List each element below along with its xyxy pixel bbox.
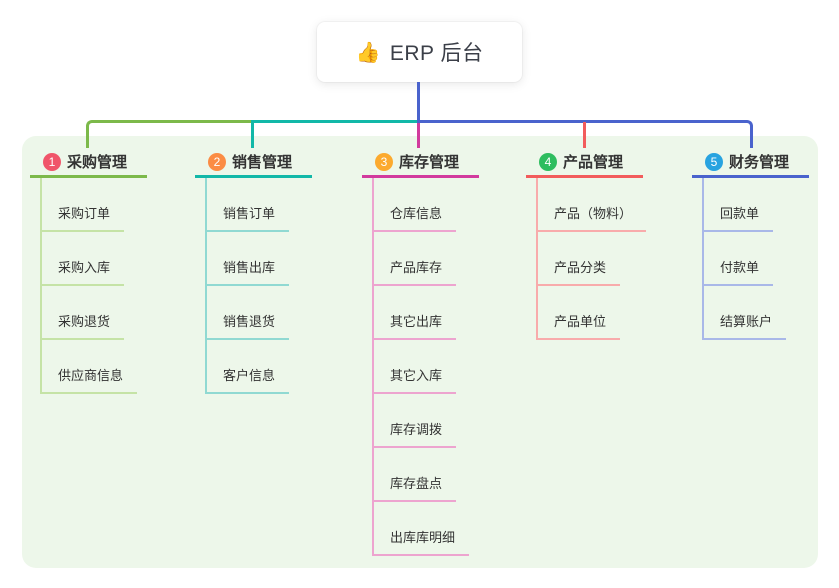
branch-children: 回款单 付款单 结算账户 (692, 178, 839, 340)
branch-spine-line (536, 178, 538, 338)
connector-branch4-drop (583, 122, 586, 148)
thumbs-up-icon: 👍 (355, 41, 381, 64)
connector-branch5 (418, 120, 753, 148)
branch-children: 仓库信息 产品库存 其它出库 其它入库 库存调拨 库存盘点 出库库明细 (362, 178, 532, 556)
branch-title-inventory[interactable]: 3 库存管理 (362, 148, 479, 178)
child-row: 库存调拨 (362, 394, 532, 448)
branch-title-product[interactable]: 4 产品管理 (526, 148, 643, 178)
child-node[interactable]: 付款单 (702, 257, 774, 286)
branch-title-purchase[interactable]: 1 采购管理 (30, 148, 147, 178)
child-row: 供应商信息 (30, 340, 200, 394)
child-node[interactable]: 产品单位 (536, 311, 621, 340)
root-node-label: ERP 后台 (389, 42, 484, 65)
child-node[interactable]: 仓库信息 (372, 203, 457, 232)
connector-branch2-drop (251, 120, 254, 148)
child-node[interactable]: 采购入库 (40, 257, 125, 286)
child-node[interactable]: 客户信息 (205, 365, 290, 394)
branch-title-label: 采购管理 (67, 154, 128, 171)
child-node[interactable]: 产品（物料） (536, 203, 647, 232)
child-row: 采购退货 (30, 286, 200, 340)
branch-children: 销售订单 销售出库 销售退货 客户信息 (195, 178, 365, 394)
child-row: 产品（物料） (526, 178, 696, 232)
child-node[interactable]: 其它入库 (372, 365, 457, 394)
branch-inventory: 3 库存管理 仓库信息 产品库存 其它出库 其它入库 库存调拨 库存盘点 出库库… (362, 148, 532, 556)
child-row: 产品分类 (526, 232, 696, 286)
child-row: 销售退货 (195, 286, 365, 340)
branch-title-finance[interactable]: 5 财务管理 (692, 148, 809, 178)
branch-children: 产品（物料） 产品分类 产品单位 (526, 178, 696, 340)
connector-branch1 (86, 120, 252, 148)
child-row: 回款单 (692, 178, 839, 232)
branch-title-label: 库存管理 (399, 154, 460, 171)
child-row: 采购订单 (30, 178, 200, 232)
child-node[interactable]: 产品库存 (372, 257, 457, 286)
child-node[interactable]: 库存调拨 (372, 419, 457, 448)
child-node[interactable]: 采购退货 (40, 311, 125, 340)
connector-branch3-drop (417, 122, 420, 148)
branch-title-label: 财务管理 (729, 154, 790, 171)
child-row: 客户信息 (195, 340, 365, 394)
child-node[interactable]: 库存盘点 (372, 473, 457, 502)
branch-index-badge: 2 (208, 152, 226, 171)
child-row: 其它入库 (362, 340, 532, 394)
branch-index-badge: 4 (539, 152, 557, 171)
branch-product: 4 产品管理 产品（物料） 产品分类 产品单位 (526, 148, 696, 340)
child-row: 采购入库 (30, 232, 200, 286)
child-node[interactable]: 结算账户 (702, 311, 787, 340)
child-node[interactable]: 采购订单 (40, 203, 125, 232)
child-row: 产品单位 (526, 286, 696, 340)
branch-title-label: 产品管理 (563, 154, 624, 171)
child-row: 出库库明细 (362, 502, 532, 556)
child-row: 销售出库 (195, 232, 365, 286)
child-row: 产品库存 (362, 232, 532, 286)
child-row: 销售订单 (195, 178, 365, 232)
branch-index-badge: 5 (705, 152, 723, 171)
child-node[interactable]: 回款单 (702, 203, 774, 232)
branch-purchase: 1 采购管理 采购订单 采购入库 采购退货 供应商信息 (30, 148, 200, 394)
branch-index-badge: 3 (375, 152, 393, 171)
child-row: 其它出库 (362, 286, 532, 340)
child-row: 仓库信息 (362, 178, 532, 232)
branch-children: 采购订单 采购入库 采购退货 供应商信息 (30, 178, 200, 394)
child-node[interactable]: 其它出库 (372, 311, 457, 340)
branch-title-sales[interactable]: 2 销售管理 (195, 148, 312, 178)
child-node[interactable]: 供应商信息 (40, 365, 138, 394)
connector-branch2-horizontal (252, 120, 418, 123)
branch-spine-line (702, 178, 704, 338)
branch-finance: 5 财务管理 回款单 付款单 结算账户 (692, 148, 839, 340)
branch-spine-line (372, 178, 374, 554)
child-node[interactable]: 销售订单 (205, 203, 290, 232)
child-row: 库存盘点 (362, 448, 532, 502)
background-panel (22, 136, 818, 568)
child-row: 结算账户 (692, 286, 839, 340)
child-node[interactable]: 销售退货 (205, 311, 290, 340)
branch-index-badge: 1 (43, 152, 61, 171)
branch-title-label: 销售管理 (232, 154, 293, 171)
connector-root-drop (417, 82, 420, 123)
child-row: 付款单 (692, 232, 839, 286)
child-node[interactable]: 产品分类 (536, 257, 621, 286)
branch-sales: 2 销售管理 销售订单 销售出库 销售退货 客户信息 (195, 148, 365, 394)
child-node[interactable]: 出库库明细 (372, 527, 470, 556)
root-node[interactable]: 👍 ERP 后台 (317, 22, 522, 82)
child-node[interactable]: 销售出库 (205, 257, 290, 286)
